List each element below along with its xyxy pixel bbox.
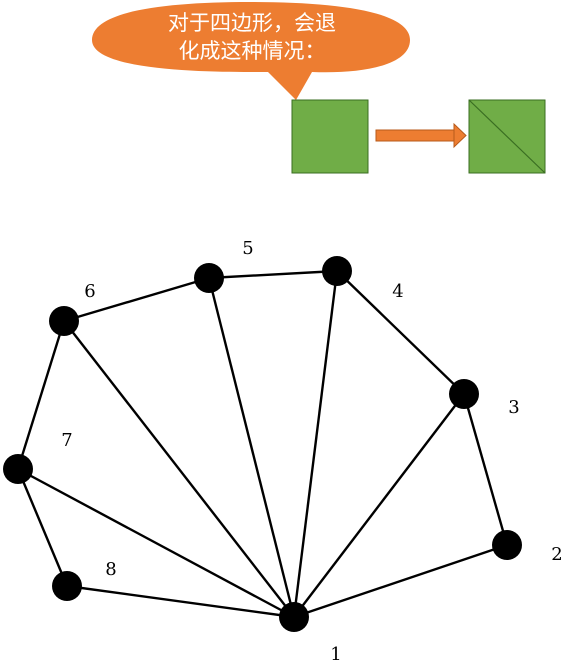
edge-1-4 bbox=[292, 270, 339, 618]
graph-edges bbox=[16, 269, 509, 619]
edge-1-6 bbox=[63, 320, 295, 618]
callout-line-2: 化成这种情况： bbox=[179, 39, 326, 63]
callout-line-1: 对于四边形，会退 bbox=[168, 11, 336, 35]
arrow-shaft bbox=[375, 129, 455, 142]
triangulated-square bbox=[468, 99, 546, 174]
node-7 bbox=[3, 454, 33, 484]
square-diagonal bbox=[468, 99, 546, 174]
edge-8-1 bbox=[66, 584, 295, 619]
graph-node-labels: 1 2 3 4 5 6 7 8 bbox=[61, 238, 562, 665]
node-3 bbox=[449, 379, 479, 409]
node-label-6: 6 bbox=[84, 281, 95, 302]
node-4 bbox=[322, 256, 352, 286]
node-label-8: 8 bbox=[105, 559, 116, 580]
edge-1-5 bbox=[207, 277, 296, 618]
node-label-1: 1 bbox=[330, 644, 341, 665]
edge-7-8 bbox=[16, 468, 69, 587]
edge-4-5 bbox=[208, 269, 338, 280]
node-label-2: 2 bbox=[551, 544, 562, 565]
node-1 bbox=[279, 602, 309, 632]
edge-5-6 bbox=[63, 276, 210, 323]
edge-1-7 bbox=[17, 467, 295, 619]
edge-1-3 bbox=[293, 393, 465, 618]
edge-2-3 bbox=[462, 393, 509, 546]
edge-1-2 bbox=[293, 543, 508, 619]
node-label-3: 3 bbox=[508, 397, 519, 418]
node-6 bbox=[49, 306, 79, 336]
transform-arrow bbox=[375, 122, 467, 149]
node-5 bbox=[194, 263, 224, 293]
quadrilateral-illustration bbox=[291, 99, 546, 174]
node-8 bbox=[52, 571, 82, 601]
node-label-4: 4 bbox=[392, 281, 403, 302]
quad-square bbox=[291, 99, 369, 174]
node-2 bbox=[492, 530, 522, 560]
node-label-5: 5 bbox=[242, 238, 253, 259]
edge-6-7 bbox=[16, 320, 66, 470]
callout-bubble: 对于四边形，会退 化成这种情况： bbox=[92, 2, 410, 100]
graph-nodes bbox=[3, 256, 522, 632]
callout-shape bbox=[92, 2, 410, 100]
arrow-head-icon bbox=[453, 122, 467, 149]
node-label-7: 7 bbox=[61, 430, 72, 451]
edge-3-4 bbox=[336, 270, 465, 395]
